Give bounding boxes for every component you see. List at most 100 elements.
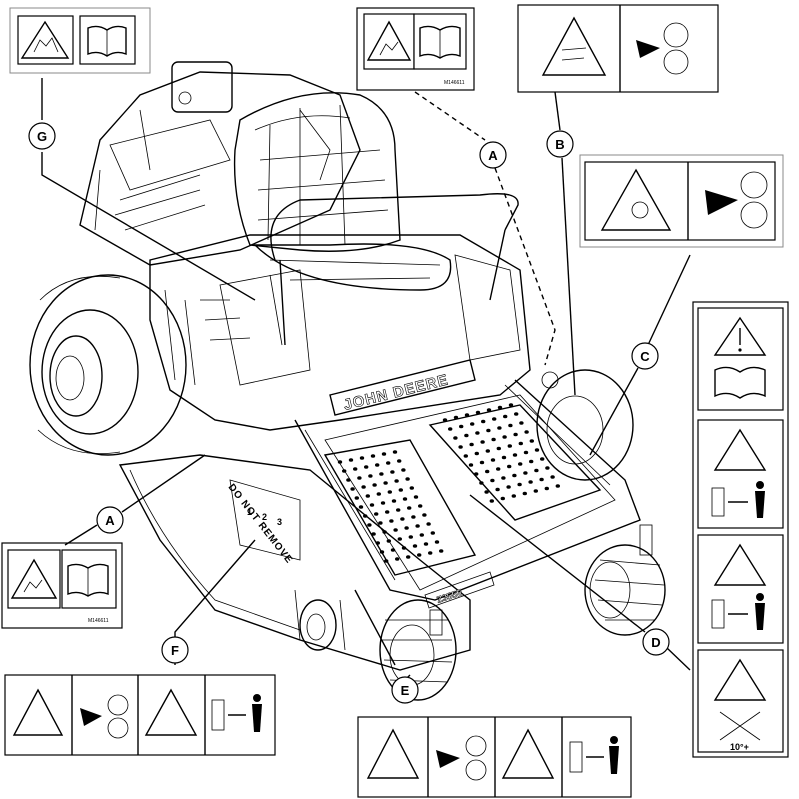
footrest-hole (468, 463, 474, 467)
front-frame (294, 379, 641, 601)
footrest-hole (359, 456, 365, 460)
rotating-blade-icon (705, 171, 768, 229)
decal-d-section-4: 10°+ (697, 649, 784, 753)
footrest-hole (474, 451, 479, 456)
decal-panel-g (9, 7, 151, 74)
footrest-plates (323, 403, 602, 576)
footrest-hole (398, 488, 403, 492)
footrest-hole (508, 403, 514, 407)
footrest-hole (475, 431, 480, 435)
footrest-hole (474, 472, 479, 476)
footrest-hole (489, 499, 494, 503)
front-right-caster (584, 524, 666, 636)
footrest-hole (387, 490, 392, 494)
warning-triangle-icon (144, 688, 198, 736)
footrest-hole (485, 469, 490, 474)
footrest-hole (475, 410, 481, 415)
keep-away-icon (569, 736, 619, 774)
footrest-hole (434, 540, 440, 544)
footrest-hole (405, 477, 410, 481)
footrest-hole (514, 412, 519, 416)
footrest-hole (394, 479, 399, 483)
footrest-hole (523, 450, 529, 455)
warning-triangle-icon (20, 20, 70, 59)
footrest-hole (518, 441, 523, 446)
footrest-hole (404, 526, 409, 530)
footrest-hole (555, 484, 560, 488)
footrest-hole (407, 506, 412, 510)
footrest-hole (442, 418, 448, 422)
footrest-hole (391, 499, 397, 503)
footrest-hole (496, 446, 501, 451)
footrest-hole (463, 454, 468, 458)
footrest-hole (379, 472, 384, 476)
footrest-hole (381, 452, 387, 456)
footrest-hole (350, 487, 355, 491)
footrest-hole (539, 477, 544, 482)
footrest-hole (550, 475, 555, 479)
footrest-hole (491, 437, 496, 442)
footrest-hole (479, 460, 485, 465)
footrest-hole (459, 424, 464, 429)
footrest-hole (533, 489, 538, 493)
footrest-hole (413, 495, 419, 499)
footrest-hole (358, 505, 364, 509)
callout-label: G (37, 129, 47, 144)
footrest-hole (402, 497, 408, 501)
footrest-hole (386, 539, 391, 543)
footrest-hole (507, 444, 512, 448)
decal-panel-a-top: M146611 (356, 7, 475, 91)
footrest-hole (512, 453, 518, 457)
footrest-hole (397, 537, 402, 541)
footrest-hole (348, 458, 354, 462)
callout-b: B (546, 130, 574, 158)
footrest-hole (364, 465, 369, 469)
footrest-hole (428, 551, 433, 555)
callout-d: D (642, 628, 670, 656)
footrest-hole (389, 519, 394, 523)
footrest-hole (376, 492, 381, 496)
footrest-hole (384, 559, 389, 563)
callout-label: F (171, 643, 179, 658)
footrest-hole (395, 557, 400, 561)
operator-manual-icon (419, 25, 461, 59)
chassis-body (149, 234, 531, 431)
part-number: M146611 (88, 618, 109, 624)
decal-panel-c (579, 154, 784, 248)
callout-label: C (640, 349, 650, 364)
footrest-hole (337, 460, 343, 464)
footrest-hole (370, 454, 376, 458)
warning-triangle-icon (10, 558, 58, 599)
callout-a-top: A (479, 141, 507, 169)
footrest-hole (508, 423, 513, 428)
footrest-hole (418, 504, 423, 508)
footrest-hole (486, 428, 491, 433)
footrest-hole (496, 467, 501, 471)
front-left-caster (379, 599, 457, 701)
footrest-hole (502, 435, 507, 439)
footrest-hole (523, 471, 528, 475)
footrest-hole (412, 544, 418, 548)
rotating-blade-icon (80, 694, 129, 739)
footrest-hole (354, 496, 359, 500)
footrest-hole (495, 487, 500, 492)
footrest-hole (453, 415, 459, 420)
footrest-hole (439, 549, 444, 553)
warning-triangle-icon (366, 20, 412, 61)
footrest-hole (371, 532, 376, 536)
decal-panel-f (4, 674, 276, 756)
operator-manual-icon (87, 25, 127, 57)
footrest-hole (415, 524, 420, 528)
footrest-hole (529, 439, 534, 443)
footrest-hole (480, 440, 485, 444)
height-gauge-mark: 3 (277, 517, 282, 527)
footrest-hole (408, 535, 413, 539)
footrest-hole (464, 433, 469, 438)
warning-triangle-icon (12, 688, 64, 736)
footrest-hole (490, 458, 496, 462)
footrest-hole (346, 478, 351, 482)
footrest-hole (400, 517, 405, 521)
footrest-hole (411, 515, 416, 519)
footrest-hole (511, 494, 516, 498)
rotating-blade-icon (636, 22, 689, 75)
